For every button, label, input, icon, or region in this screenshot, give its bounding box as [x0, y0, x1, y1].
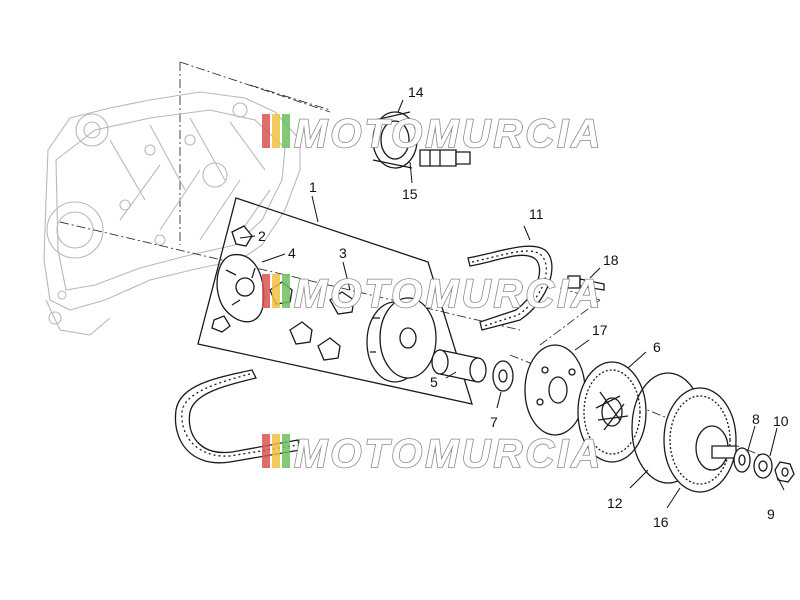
- sleeve-bushing: [431, 349, 487, 383]
- watermark-text: MOTOMURCIA: [294, 272, 603, 316]
- leader-lines: [239, 99, 785, 509]
- slider-clip: [211, 225, 253, 333]
- part-label-18: 18: [603, 252, 619, 268]
- nut: [774, 461, 795, 483]
- watermark-stripe-red: [262, 434, 270, 468]
- variator-group-frame: [197, 197, 473, 405]
- clutch-plate: [524, 344, 586, 436]
- part-label-9: 9: [767, 506, 775, 522]
- watermark-stripe-red: [262, 114, 270, 148]
- part-label-14: 14: [408, 84, 424, 100]
- part-label-7: 7: [490, 414, 498, 430]
- watermark-top: MOTOMURCIA: [262, 111, 603, 157]
- variator-drum: [366, 297, 437, 383]
- kickstart-gear-assembly: [372, 111, 471, 169]
- crankcase-ghost: [43, 61, 331, 336]
- drive-belt-upper: [467, 245, 553, 331]
- ramp-plate: [216, 254, 265, 323]
- part-labels: 1 2 3 4 5 6 7 8 9 10 11 12 14 15 16 17 1…: [258, 84, 789, 530]
- part-label-5: 5: [430, 374, 438, 390]
- shim-washer: [733, 447, 751, 473]
- watermark-stripe-green: [282, 274, 290, 308]
- drive-belt-lower: [174, 369, 301, 464]
- fan-pulley: [577, 361, 647, 463]
- watermark-stripe-yellow: [272, 114, 280, 148]
- watermark-stripe-green: [282, 114, 290, 148]
- washer: [492, 360, 514, 392]
- part-label-15: 15: [402, 186, 418, 202]
- part-label-17: 17: [592, 322, 608, 338]
- part-label-4: 4: [288, 245, 296, 261]
- watermark-stripe-green: [282, 434, 290, 468]
- spring-washer: [753, 453, 773, 479]
- part-label-16: 16: [653, 514, 669, 530]
- watermark-text: MOTOMURCIA: [294, 432, 603, 476]
- watermark-stripe-yellow: [272, 274, 280, 308]
- part-label-11: 11: [529, 206, 544, 222]
- part-label-3: 3: [339, 245, 347, 261]
- part-label-2: 2: [258, 228, 266, 244]
- part-label-1: 1: [309, 179, 317, 195]
- bolt: [567, 275, 605, 291]
- part-label-10: 10: [773, 413, 789, 429]
- watermark-stripe-red: [262, 274, 270, 308]
- part-label-6: 6: [653, 339, 661, 355]
- part-label-8: 8: [752, 411, 760, 427]
- watermark-bottom: MOTOMURCIA: [262, 431, 603, 477]
- watermark-stripe-yellow: [272, 434, 280, 468]
- watermark-middle: MOTOMURCIA: [262, 271, 603, 317]
- watermark-text: MOTOMURCIA: [294, 112, 603, 156]
- part-label-12: 12: [607, 495, 623, 511]
- clutch-bell: [663, 387, 737, 493]
